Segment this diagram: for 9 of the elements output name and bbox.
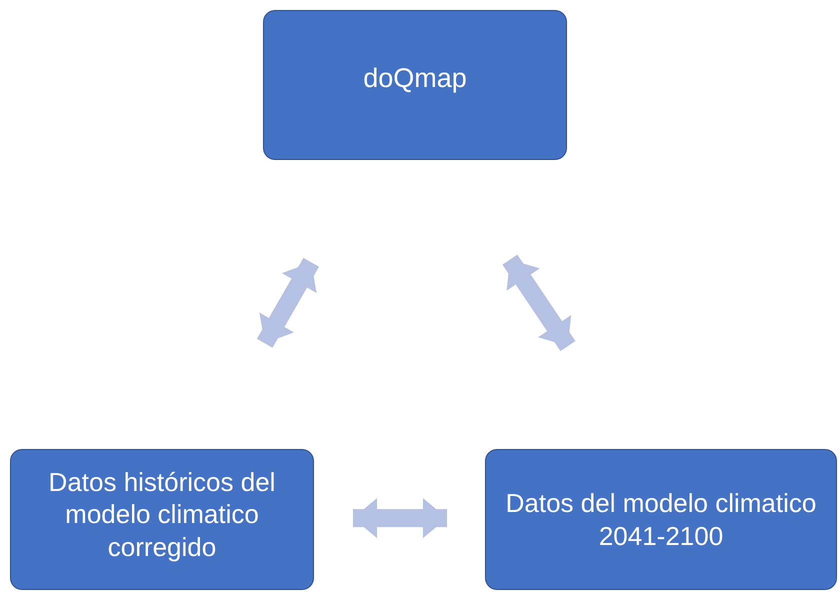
process-box [485,449,837,590]
double-arrow [502,254,576,352]
node-label: Datos del modelo climatico 2041-2100 [504,487,818,552]
node-label: doQmap [363,62,467,96]
process-box [10,449,314,590]
double-arrow [256,258,320,348]
double-arrow [353,498,447,538]
process-box [263,10,567,160]
node-label: Datos históricos del modelo climatico corregido [48,466,276,564]
